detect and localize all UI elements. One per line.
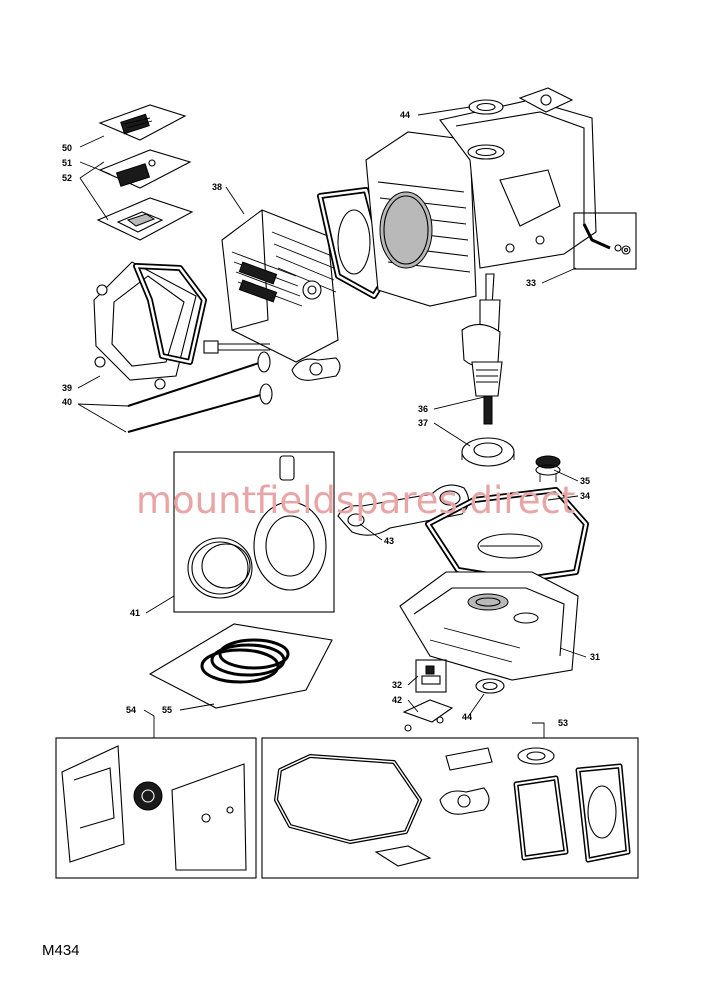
diagram-code: M434 xyxy=(42,942,80,959)
leader-lines xyxy=(77,106,587,738)
oil-seal-44-top xyxy=(468,99,504,115)
callouts: 50 51 52 38 44 33 39 40 36 37 35 34 43 4… xyxy=(62,110,600,728)
piston-ring-set-55 xyxy=(148,623,333,709)
piston-kit-41 xyxy=(173,451,335,613)
watermark: mountfieldspares.direct xyxy=(136,479,575,522)
callout-41: 41 xyxy=(130,608,140,618)
shroud-kit-54 xyxy=(55,737,257,879)
valve-spring-pack-51 xyxy=(98,149,192,189)
valve-keeper-pack-52 xyxy=(96,197,194,241)
breather-gasket-top xyxy=(518,87,574,113)
callout-33: 33 xyxy=(526,278,536,288)
callout-35: 35 xyxy=(580,476,590,486)
callout-55: 55 xyxy=(162,705,172,715)
crankcase-sump-31 xyxy=(399,571,579,681)
rocker-cover-gasket xyxy=(133,263,207,365)
callout-50: 50 xyxy=(62,143,72,153)
plate-kit-42 xyxy=(402,699,454,732)
callout-37: 37 xyxy=(418,418,428,428)
rocker-cover-39 xyxy=(93,261,197,390)
exhaust-flange-gasket xyxy=(291,357,341,381)
callout-43: 43 xyxy=(384,536,394,546)
callout-36: 36 xyxy=(418,404,428,414)
callout-38: 38 xyxy=(212,182,222,192)
callout-31: 31 xyxy=(590,652,600,662)
cylinder-head-38 xyxy=(221,209,339,363)
main-bearing-37 xyxy=(461,437,515,467)
callout-53: 53 xyxy=(558,718,568,728)
callout-39: 39 xyxy=(62,383,72,393)
callout-52: 52 xyxy=(62,173,72,183)
gasket-set-53 xyxy=(261,737,639,879)
connecting-rod-43 xyxy=(337,484,470,536)
governor-assembly-32 xyxy=(415,659,447,693)
callout-44-bottom: 44 xyxy=(462,712,472,722)
callout-40: 40 xyxy=(62,397,72,407)
crankshaft-36 xyxy=(461,273,503,425)
callout-42: 42 xyxy=(392,695,402,705)
callout-44-top: 44 xyxy=(400,110,410,120)
head-bolt xyxy=(203,340,270,354)
governor-shaft-kit-33 xyxy=(573,212,637,270)
callout-32: 32 xyxy=(392,680,402,690)
callout-34: 34 xyxy=(580,491,590,501)
cam-gear-35 xyxy=(535,455,561,482)
callout-54: 54 xyxy=(126,705,136,715)
engine-block xyxy=(365,99,597,307)
oil-seal-44-bottom xyxy=(475,678,505,694)
valve-spring-pack-50 xyxy=(98,104,187,141)
callout-51: 51 xyxy=(62,158,72,168)
push-rods-40 xyxy=(127,351,273,433)
